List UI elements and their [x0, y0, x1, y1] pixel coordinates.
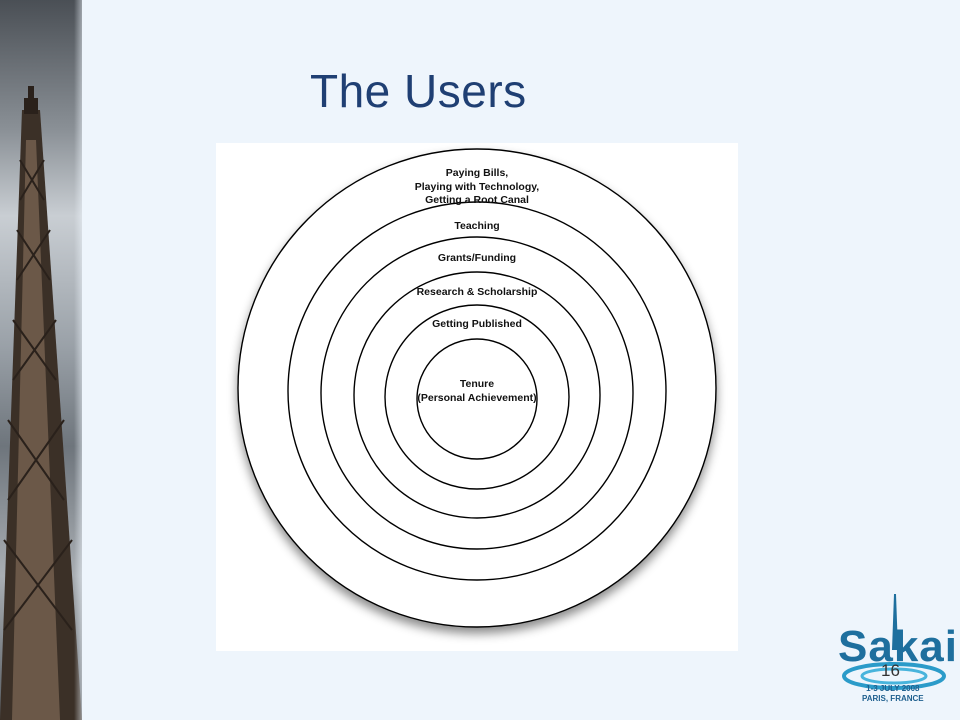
ring-label-teaching: Teaching — [216, 220, 738, 234]
circles-svg — [237, 148, 717, 628]
ring-label-line: Teaching — [454, 220, 500, 232]
eiffel-tower-photo — [0, 0, 82, 720]
ring-label-line: Getting Published — [432, 318, 522, 330]
slide-page-number: 16 — [881, 661, 900, 680]
sakai-logo-graphic — [842, 594, 946, 690]
slide-title: The Users — [310, 65, 527, 117]
logo-date-line: 1-3 JULY 2008 — [866, 684, 920, 693]
eiffel-tower-illustration — [0, 86, 82, 720]
photo-edge-fade — [74, 0, 90, 720]
sakai-logo-date: 1-3 JULY 2008 PARIS, FRANCE — [862, 684, 924, 704]
concentric-circles-diagram: Paying Bills, Playing with Technology, G… — [216, 143, 738, 651]
ring-label-published: Getting Published — [216, 318, 738, 332]
ring-label-line: Grants/Funding — [437, 252, 517, 264]
ring-label-line: (Personal Achievement) — [417, 391, 537, 404]
ring-label-research: Research & Scholarship — [216, 286, 738, 300]
ring-label-line: Paying Bills, — [445, 167, 509, 179]
ring-label-outer: Paying Bills, Playing with Technology, G… — [216, 167, 738, 208]
sakai-logo-wordmark: Sakai — [838, 622, 958, 671]
ring-tenure — [416, 338, 538, 460]
ring-label-line: Tenure — [459, 378, 495, 390]
ring-label-line: Playing with Technology, — [414, 180, 540, 193]
ring-label-line: Getting a Root Canal — [425, 194, 529, 206]
ring-label-line: Research & Scholarship — [416, 286, 538, 298]
ring-label-tenure: Tenure (Personal Achievement) — [216, 378, 738, 405]
logo-place-line: PARIS, FRANCE — [862, 694, 924, 703]
ring-label-grants: Grants/Funding — [216, 252, 738, 266]
